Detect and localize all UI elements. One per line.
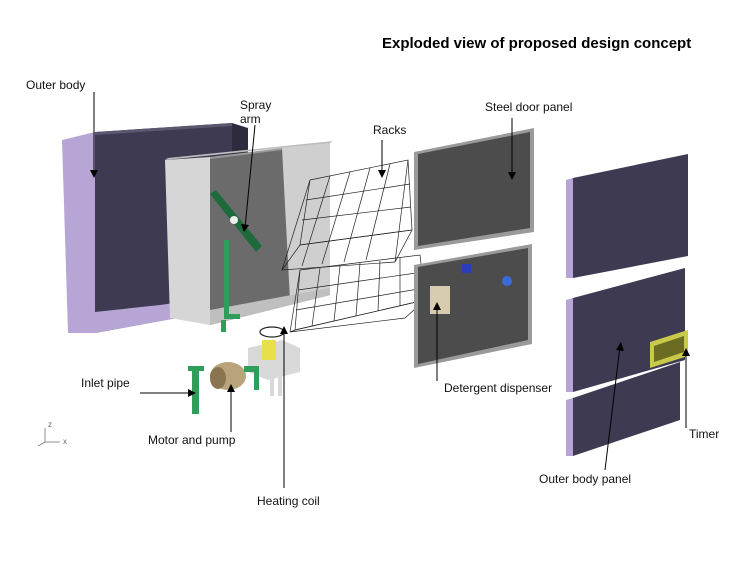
- label-spray-arm-line1: Spray: [240, 98, 272, 112]
- axis-z-label: z: [48, 420, 52, 429]
- diagram-title: Exploded view of proposed design concept: [382, 35, 692, 52]
- outer-body-panel-shape: [566, 154, 688, 456]
- label-outer-body-panel: Outer body panel: [539, 472, 632, 486]
- timer-shape: [650, 330, 688, 368]
- leader-arrowheads: [90, 170, 690, 397]
- axis-x-label: x: [63, 437, 67, 446]
- label-racks: Racks: [373, 123, 407, 137]
- axis-triad: [37, 428, 60, 447]
- spray-arm-shape: [210, 190, 262, 332]
- label-steel-door-panel: Steel door panel: [485, 100, 573, 114]
- label-spray-arm-line2: arm: [240, 112, 261, 126]
- heating-coil-shape: [248, 326, 300, 396]
- motor-pump-shape: [188, 362, 259, 414]
- label-motor-and-pump: Motor and pump: [148, 433, 236, 447]
- racks-shape: [281, 159, 427, 333]
- label-inlet-pipe: Inlet pipe: [81, 376, 130, 390]
- label-outer-body: Outer body: [26, 78, 86, 92]
- label-heating-coil: Heating coil: [257, 494, 320, 508]
- label-detergent-dispenser: Detergent dispenser: [444, 381, 553, 395]
- steel-door-panel-shape: [414, 128, 534, 368]
- leader-lines: [93, 92, 687, 488]
- label-timer: Timer: [689, 427, 720, 441]
